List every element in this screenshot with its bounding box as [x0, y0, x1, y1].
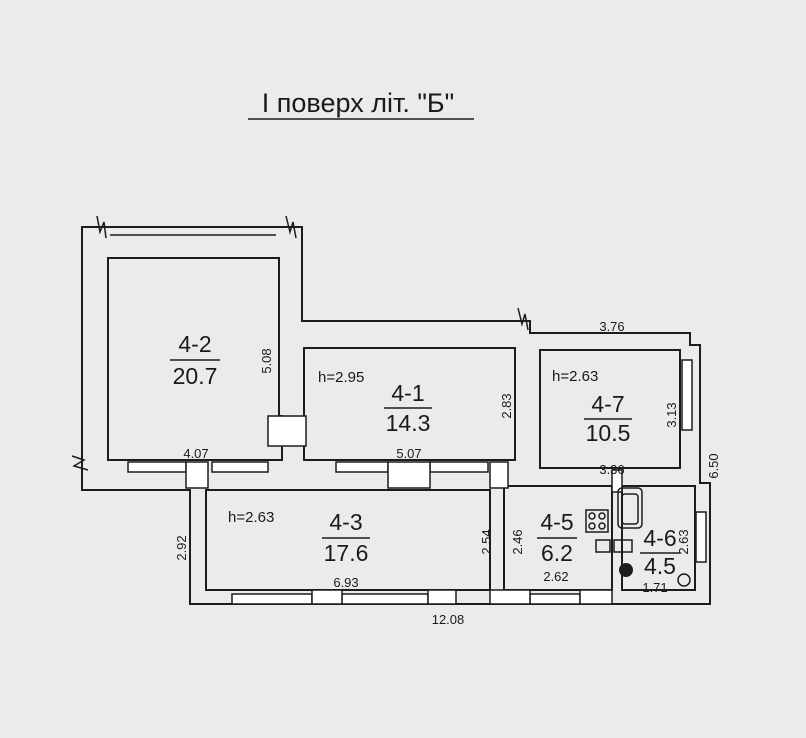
height-4-3: h=2.63: [228, 509, 274, 526]
dim-2-54: 2.54: [479, 529, 494, 554]
dim-2-62: 2.62: [543, 569, 568, 584]
dim-1-71: 1.71: [642, 580, 667, 595]
dim-2-92: 2.92: [174, 535, 189, 560]
room-area-4-1: 14.3: [386, 410, 431, 436]
dim-3-76: 3.76: [599, 319, 624, 334]
room-number-4-6: 4-6: [643, 525, 676, 551]
sink-icon: [595, 539, 611, 553]
stove-icon: [585, 509, 609, 533]
room-labels: 4-2 20.7 4-1 14.3 4-7 10.5 4-3 17.6 4-5 …: [170, 331, 680, 579]
dim-3-36: 3.36: [599, 462, 624, 477]
ceiling-heights: h=2.95 h=2.63 h=2.63: [228, 368, 598, 526]
stove-burner: [588, 512, 596, 520]
dim-6-50: 6.50: [706, 453, 721, 478]
bathtub-icon: [617, 487, 643, 529]
break-lines: [71, 215, 529, 471]
dim-2-63-vertical: 2.63: [676, 529, 691, 554]
dim-12-08: 12.08: [432, 612, 465, 627]
room-number-4-2: 4-2: [178, 331, 211, 357]
dim-3-13: 3.13: [664, 402, 679, 427]
room-number-4-7: 4-7: [591, 391, 624, 417]
windows: [127, 359, 707, 605]
dim-4-07: 4.07: [183, 446, 208, 461]
dim-5-07: 5.07: [396, 446, 421, 461]
dim-2-46: 2.46: [510, 529, 525, 554]
boiler-icon: [619, 563, 633, 577]
plan-title: I поверх літ. "Б": [262, 88, 454, 118]
room-area-4-2: 20.7: [173, 363, 218, 389]
room-area-4-3: 17.6: [324, 540, 369, 566]
fixtures: [585, 487, 691, 587]
dim-6-93: 6.93: [333, 575, 358, 590]
room-area-4-6: 4.5: [644, 553, 676, 579]
doors: [185, 415, 623, 605]
dim-2-83: 2.83: [499, 393, 514, 418]
room-area-4-7: 10.5: [586, 420, 631, 446]
room-area-4-5: 6.2: [541, 540, 573, 566]
washbasin-icon: [613, 539, 633, 553]
dimension-labels: 3.76 4.07 5.07 3.36 6.93 2.62 1.71 12.08…: [174, 319, 721, 627]
dim-5-08: 5.08: [259, 348, 274, 373]
toilet-icon: [677, 573, 691, 587]
room-number-4-5: 4-5: [540, 509, 573, 535]
height-4-7: h=2.63: [552, 368, 598, 385]
height-4-1: h=2.95: [318, 369, 364, 386]
room-number-4-3: 4-3: [329, 509, 362, 535]
room-number-4-1: 4-1: [391, 380, 424, 406]
